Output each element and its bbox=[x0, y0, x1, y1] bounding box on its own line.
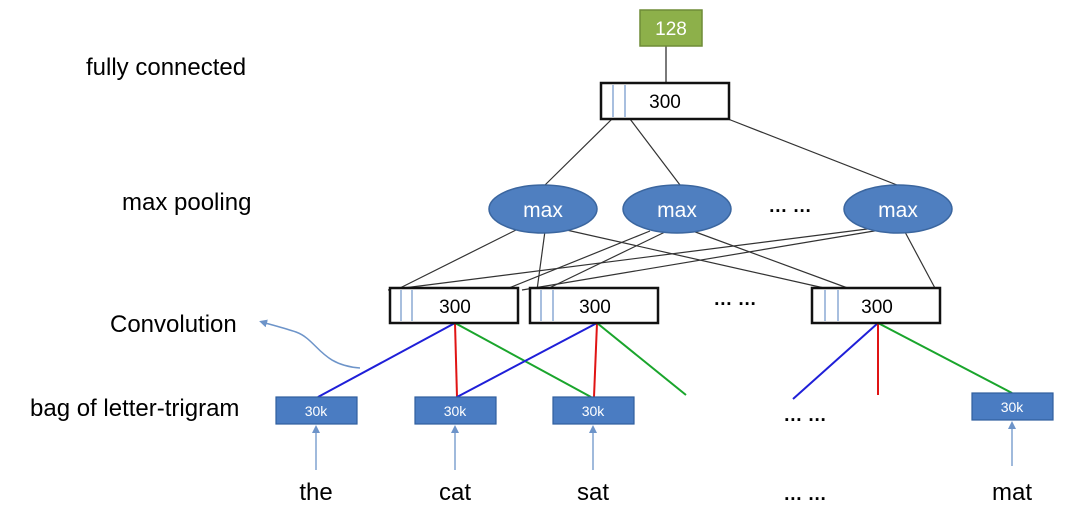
trigram-node-2-label: 30k bbox=[444, 403, 468, 419]
pool-node-1: max bbox=[488, 184, 598, 234]
layer-label-convolution: Convolution bbox=[110, 311, 237, 338]
fc-node-label: 300 bbox=[649, 92, 681, 113]
layer-label-max-pooling: max pooling bbox=[122, 189, 251, 216]
trigram-ellipsis: … … bbox=[783, 405, 826, 426]
conv-filter-edges bbox=[317, 322, 1013, 400]
pool-ellipsis: … … bbox=[768, 196, 811, 217]
trigram-node-1-label: 30k bbox=[305, 403, 329, 419]
pool-node-3: max bbox=[843, 184, 953, 234]
trigram-node-2: 30k bbox=[414, 396, 497, 425]
pool-node-2: max bbox=[622, 184, 732, 234]
pool-node-3-label: max bbox=[878, 199, 918, 222]
pool-conv-edges bbox=[387, 227, 937, 291]
pool-node-2-label: max bbox=[657, 199, 697, 222]
word-the: the bbox=[299, 479, 332, 506]
layer-label-fully-connected: fully connected bbox=[86, 54, 246, 81]
fc-node: 300 bbox=[599, 81, 731, 121]
trigram-node-1: 30k bbox=[275, 396, 358, 425]
word-arrows bbox=[312, 421, 1016, 470]
fc-pool-edges bbox=[544, 118, 898, 186]
conv-node-1: 300 bbox=[388, 286, 520, 325]
word-cat: cat bbox=[439, 479, 471, 506]
convolution-pointer-arrow bbox=[259, 319, 361, 369]
trigram-node-3-label: 30k bbox=[582, 403, 606, 419]
conv-node-2: 300 bbox=[528, 286, 660, 325]
words-ellipsis: … … bbox=[783, 484, 826, 505]
conv-node-2-label: 300 bbox=[579, 297, 611, 318]
trigram-node-4: 30k bbox=[971, 392, 1054, 421]
output-node: 128 bbox=[639, 9, 703, 47]
conv-node-1-label: 300 bbox=[439, 297, 471, 318]
output-node-label: 128 bbox=[655, 19, 687, 40]
conv-node-3-label: 300 bbox=[861, 297, 893, 318]
conv-node-3: 300 bbox=[810, 286, 942, 325]
trigram-node-3: 30k bbox=[552, 396, 635, 425]
conv-ellipsis: … … bbox=[713, 289, 756, 310]
layer-label-bag-of-letter-trigram: bag of letter-trigram bbox=[30, 395, 239, 422]
trigram-node-4-label: 30k bbox=[1001, 399, 1025, 415]
word-sat: sat bbox=[577, 479, 609, 506]
word-mat: mat bbox=[992, 479, 1032, 506]
pool-node-1-label: max bbox=[523, 199, 563, 222]
